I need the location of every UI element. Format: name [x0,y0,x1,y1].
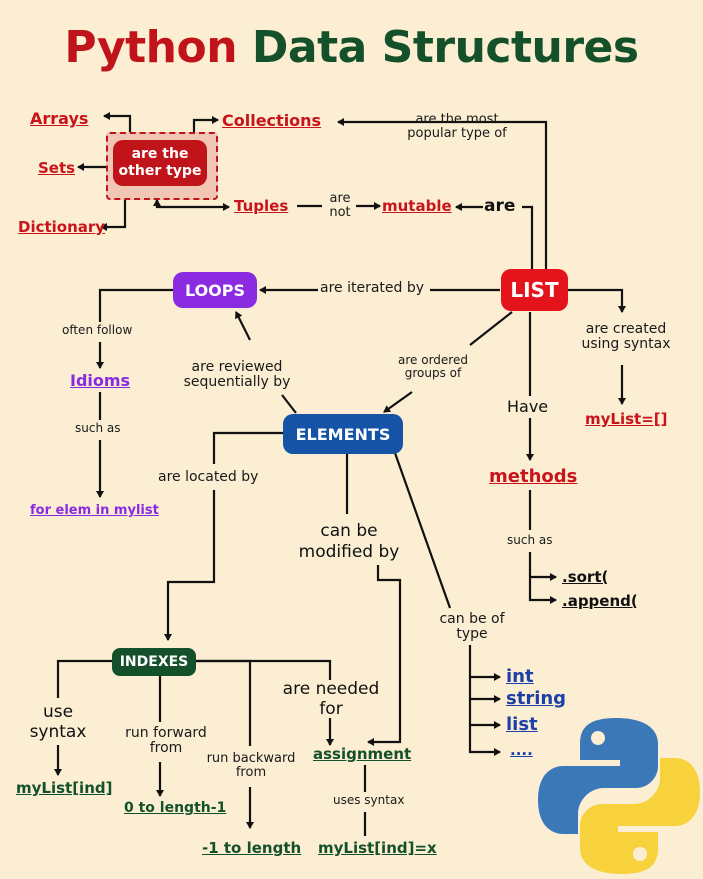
page-title: Python Data Structures [64,22,639,73]
node-elements: ELEMENTS [283,414,403,454]
label-run-forward: run forward from [125,725,207,757]
type-int: int [506,666,534,687]
term-dictionary: Dictionary [18,218,106,236]
label-type-of: can be of type [439,611,505,643]
label-iterated-by: are iterated by [320,280,425,296]
python-logo-icon [538,718,700,874]
label-needed-for: are needed for [282,679,380,720]
label-created-using: are created using syntax [581,321,671,353]
label-such-as-methods: such as [507,533,553,547]
label-most-popular: are the most popular type of [407,112,507,142]
node-indexes: INDEXES [112,648,196,676]
term-mylist-syntax: myList=[] [585,410,668,428]
term-zero-to-length: 0 to length-1 [124,800,227,816]
label-are-not: are not [329,191,351,221]
type-list: list [506,714,538,735]
label-modified-by: can be modified by [298,521,400,563]
term-collections: Collections [222,111,322,130]
label-are: are [484,196,516,216]
term-sets: Sets [38,159,76,177]
label-reviewed-seq: are reviewed sequentially by [183,359,291,391]
type-string: string [506,688,567,709]
label-have: Have [507,397,549,416]
label-uses-syntax: uses syntax [333,793,405,807]
other-type-node: are the other type [113,140,207,186]
term-mylist-ind-x: myList[ind]=x [318,839,437,857]
label-use-syntax: use syntax [29,702,87,743]
term-arrays: Arrays [30,109,89,128]
node-loops: LOOPS [173,272,257,308]
label-often-follow: often follow [62,323,133,337]
type-more: .... [510,741,533,759]
label-located-by: are located by [158,469,259,485]
label-such-as-idioms: such as [75,421,121,435]
term-mutable: mutable [382,197,452,215]
term-idioms: Idioms [70,371,131,390]
label-run-backward: run backward from [206,751,296,781]
term-minus1-to-length: -1 to length [202,839,302,857]
method-append: .append( [562,592,638,610]
term-methods: methods [489,466,578,487]
node-list: LIST [501,269,568,311]
term-tuples: Tuples [234,197,289,215]
method-sort: .sort( [562,568,609,586]
label-ordered-groups: are ordered groups of [398,353,468,381]
term-assignment: assignment [313,745,412,763]
term-mylist-ind: myList[ind] [16,779,113,797]
term-for-elem: for elem in mylist [30,503,159,518]
